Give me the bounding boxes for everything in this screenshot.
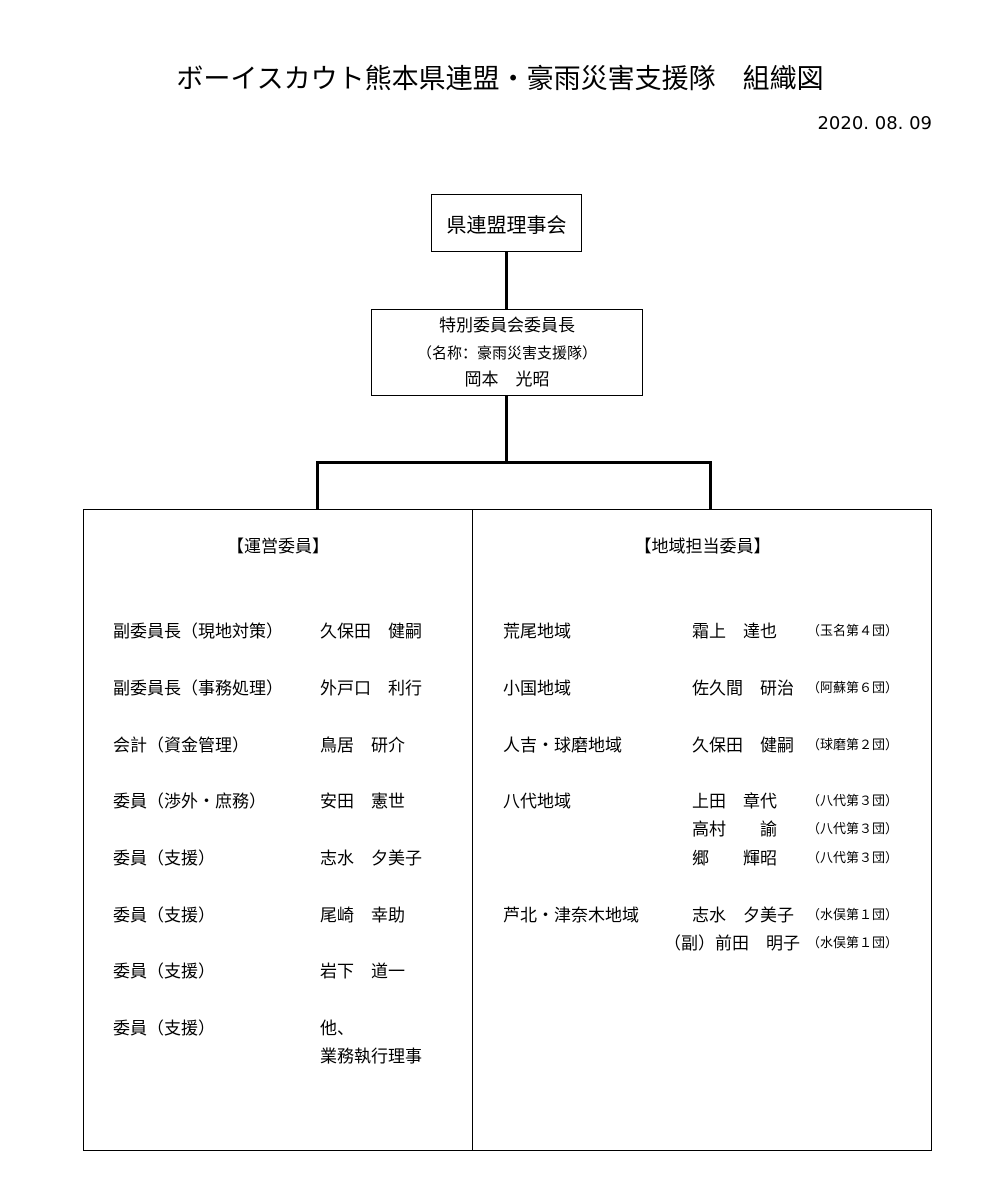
operations-name: 久保田 健嗣: [320, 622, 422, 642]
regional-group: （八代第３団）: [807, 794, 899, 809]
operations-role: 委員（支援）: [113, 962, 215, 982]
regional-group: （玉名第４団）: [807, 624, 899, 639]
operations-role: 委員（渉外・庶務）: [113, 792, 266, 812]
regional-name: 霜上 達也: [692, 622, 777, 642]
connector-branch-right: [709, 461, 712, 509]
chair-box: 特別委員会委員長 （名称：豪雨災害支援隊） 岡本 光昭: [371, 309, 643, 396]
regional-area: 人吉・球磨地域: [503, 736, 622, 756]
chair-title: 特別委員会委員長: [439, 316, 575, 336]
operations-role: 委員（支援）: [113, 1019, 215, 1039]
operations-name: 岩下 道一: [320, 962, 405, 982]
regional-area: 芦北・津奈木地域: [503, 906, 639, 926]
operations-name: 志水 夕美子: [320, 849, 422, 869]
regional-name: （副）前田 明子: [664, 934, 800, 954]
regional-name: 佐久間 研治: [692, 679, 794, 699]
regional-group: （水俣第１団）: [807, 936, 899, 951]
connector-board-chair: [505, 252, 508, 309]
board-label: 県連盟理事会: [446, 212, 567, 237]
operations-name: 他、: [320, 1019, 354, 1039]
operations-role: 副委員長（事務処理）: [113, 679, 283, 699]
regional-group: （八代第３団）: [807, 851, 899, 866]
regional-heading: 【地域担当委員】: [634, 537, 771, 557]
chair-subtitle: （名称：豪雨災害支援隊）: [416, 344, 597, 362]
regional-name: 高村 諭: [692, 820, 777, 840]
regional-group: （八代第３団）: [807, 822, 899, 837]
operations-name: 鳥居 研介: [320, 736, 405, 756]
connector-chair-branch: [505, 396, 508, 463]
regional-group: （球磨第２団）: [807, 738, 899, 753]
regional-name: 志水 夕美子: [692, 906, 794, 926]
operations-name-extra: 業務執行理事: [320, 1047, 422, 1067]
regional-group: （阿蘇第６団）: [807, 681, 899, 696]
regional-name: 郷 輝昭: [692, 849, 777, 869]
operations-role: 委員（支援）: [113, 849, 215, 869]
operations-name: 安田 憲世: [320, 792, 405, 812]
regional-area: 小国地域: [503, 679, 571, 699]
operations-heading: 【運営委員】: [227, 537, 329, 557]
connector-branch-horizontal: [316, 461, 712, 464]
chair-name: 岡本 光昭: [464, 370, 550, 390]
connector-branch-left: [316, 461, 319, 509]
panels-divider: [472, 509, 473, 1151]
panels-frame: [83, 509, 932, 1151]
operations-name: 外戸口 利行: [320, 679, 422, 699]
operations-role: 会計（資金管理）: [113, 736, 249, 756]
page-title: ボーイスカウト熊本県連盟・豪雨災害支援隊 組織図: [176, 64, 824, 95]
operations-role: 委員（支援）: [113, 906, 215, 926]
operations-role: 副委員長（現地対策）: [113, 622, 283, 642]
regional-group: （水俣第１団）: [807, 908, 899, 923]
regional-area: 荒尾地域: [503, 622, 571, 642]
date-label: 2020. 08. 09: [817, 113, 932, 134]
board-box: 県連盟理事会: [431, 194, 582, 252]
operations-name: 尾崎 幸助: [320, 906, 405, 926]
regional-name: 久保田 健嗣: [692, 736, 794, 756]
regional-area: 八代地域: [503, 792, 571, 812]
regional-name: 上田 章代: [692, 792, 777, 812]
